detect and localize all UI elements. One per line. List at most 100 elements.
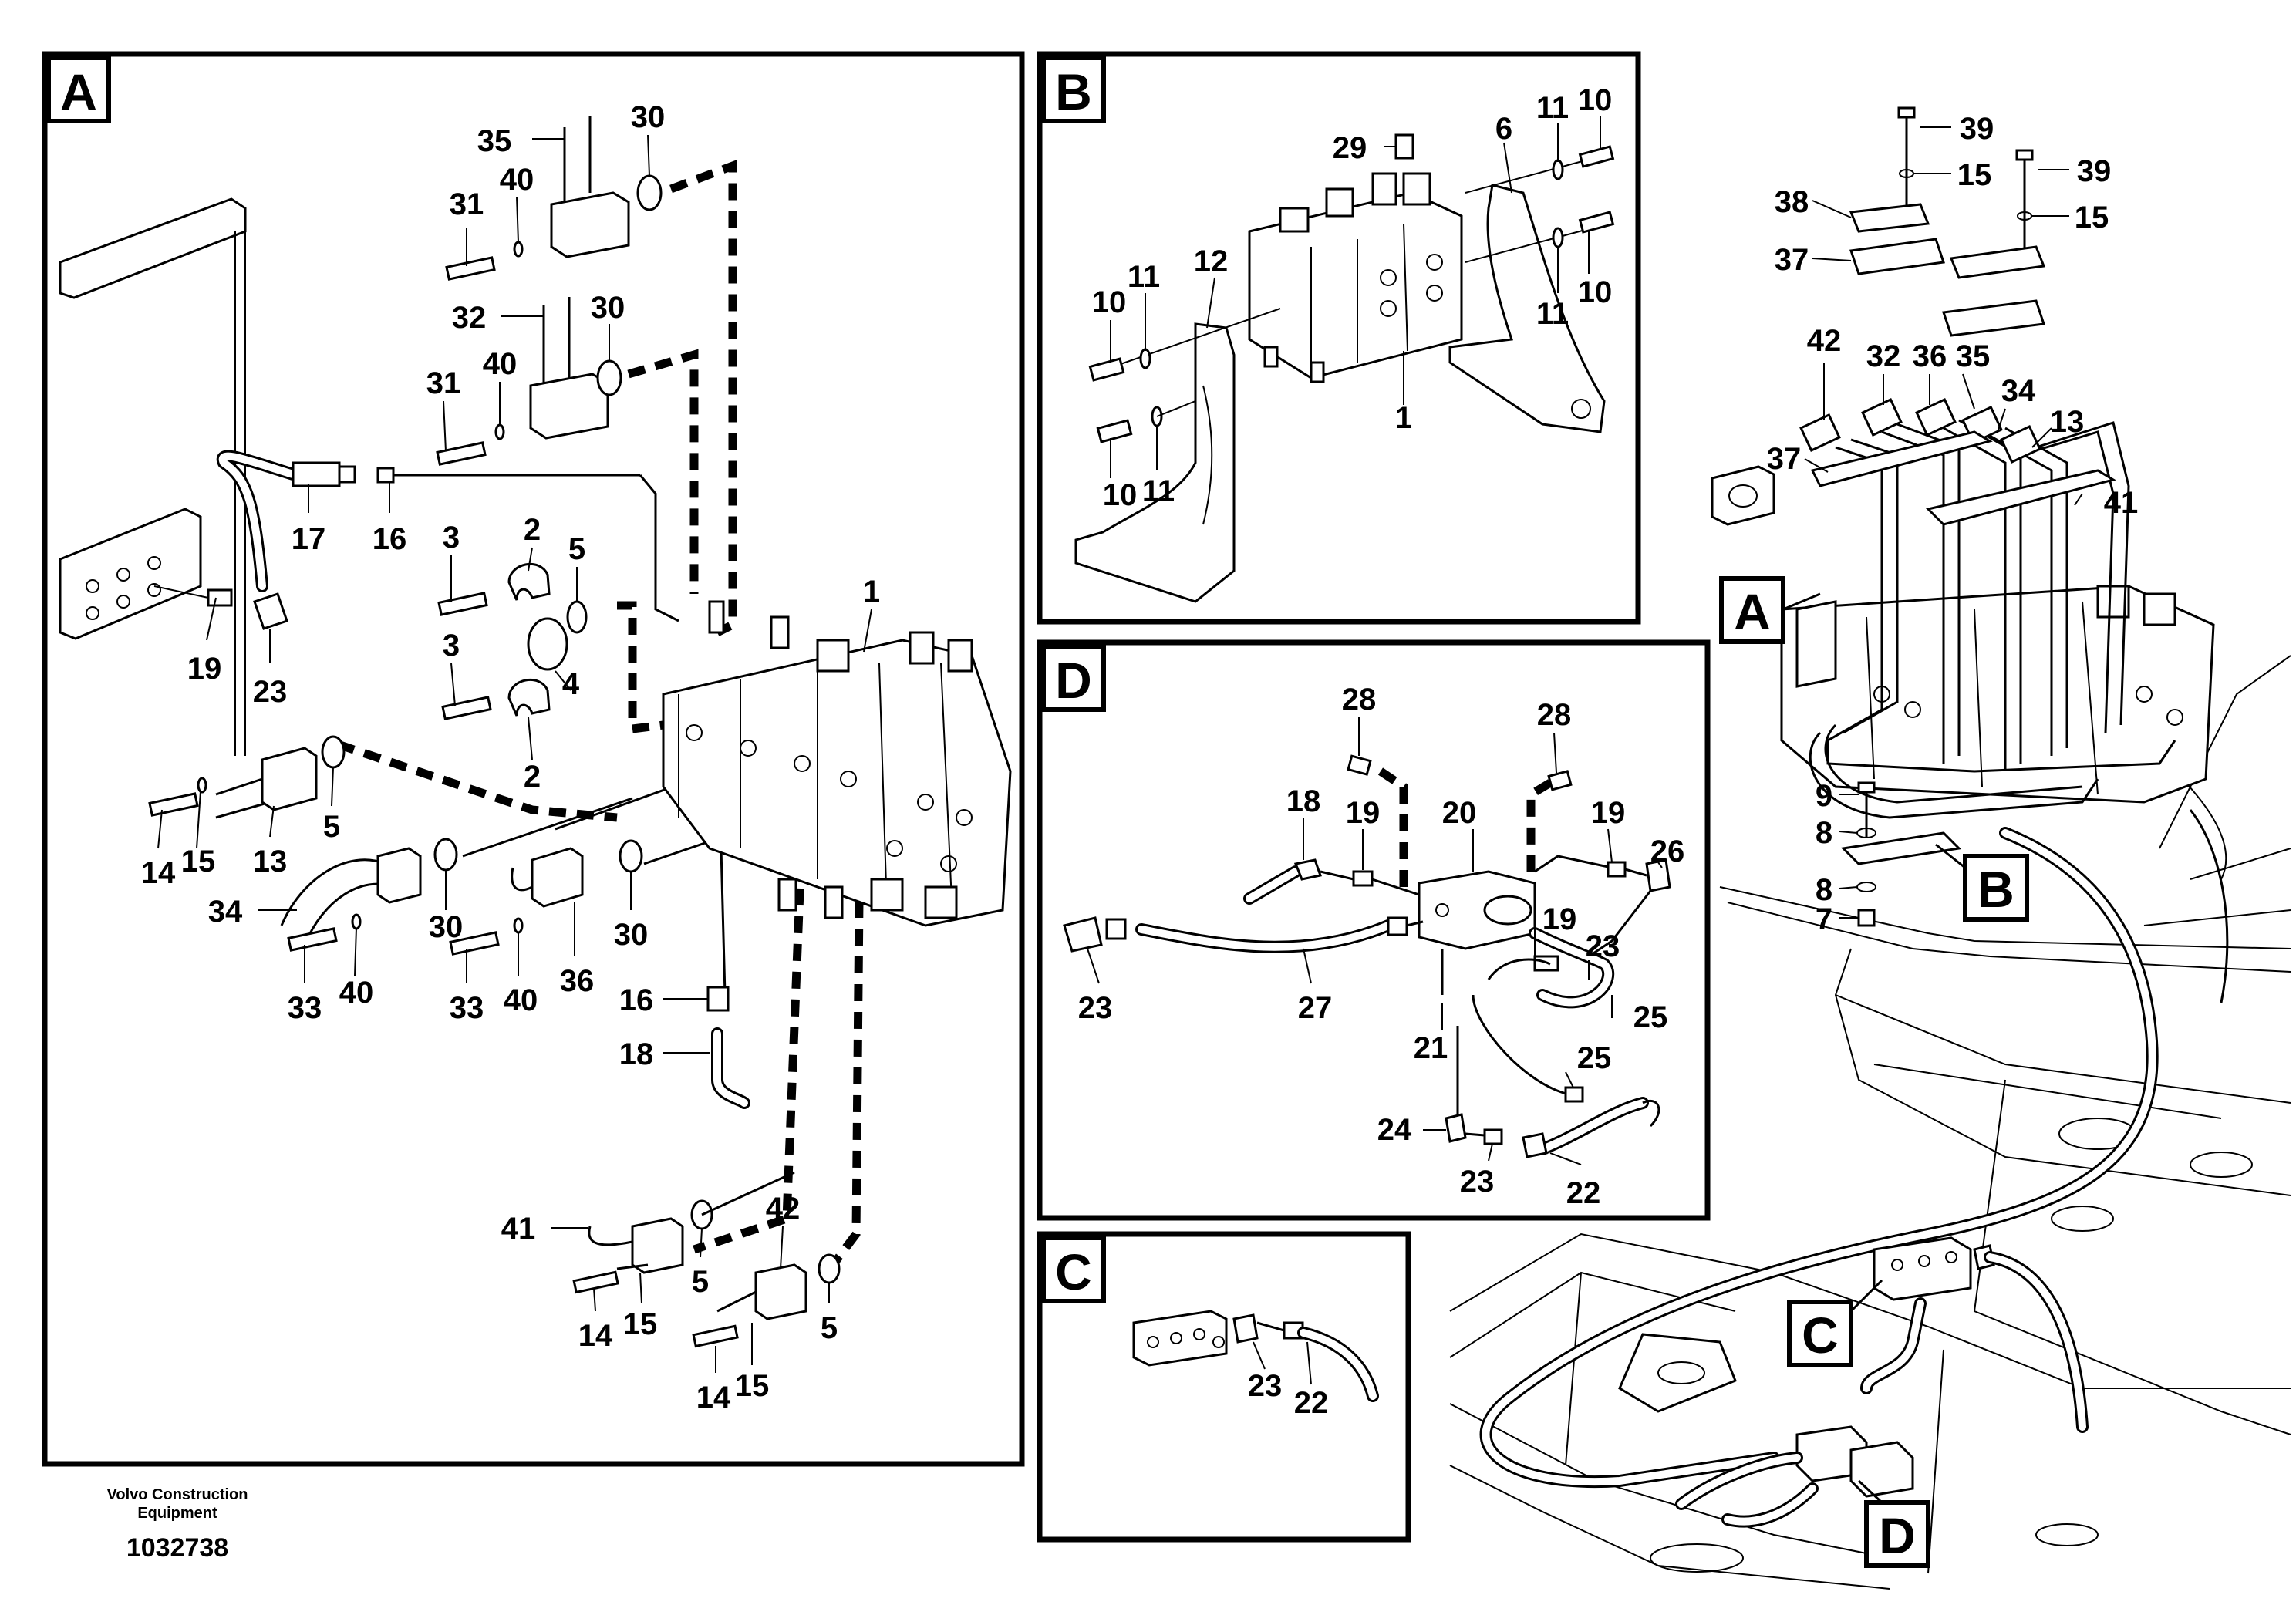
label-d-25: 25 xyxy=(1633,1000,1668,1034)
control-valve-block xyxy=(662,600,1012,927)
label-c-23: 23 xyxy=(1248,1369,1283,1403)
panel-c-frame xyxy=(1037,1231,1411,1543)
label-b-11: 11 xyxy=(1536,91,1569,125)
label-a-17: 17 xyxy=(292,522,326,556)
panel-b-letter-box: B xyxy=(1041,56,1106,123)
footer-company-line1: Volvo Construction xyxy=(107,1486,248,1503)
label-a-5-d: 5 xyxy=(821,1311,838,1345)
label-a-42: 42 xyxy=(766,1192,801,1226)
label-o-41: 41 xyxy=(2104,486,2139,520)
label-a-5-c: 5 xyxy=(692,1265,709,1299)
label-a-31: 31 xyxy=(450,187,484,221)
label-b-6: 6 xyxy=(1495,112,1512,146)
label-o-15: 15 xyxy=(1957,158,1992,192)
label-o-42: 42 xyxy=(1807,324,1842,358)
label-a-23: 23 xyxy=(253,675,288,709)
label-a-30: 30 xyxy=(631,100,666,134)
label-d-24: 24 xyxy=(1377,1113,1412,1147)
label-d-20: 20 xyxy=(1442,796,1477,830)
callout-b-letter: B xyxy=(1977,861,2014,918)
label-a-30-c: 30 xyxy=(429,910,464,944)
label-b-12: 12 xyxy=(1194,244,1229,278)
callout-c-letter: C xyxy=(1802,1307,1839,1364)
callout-a-letter: A xyxy=(1734,583,1771,640)
label-o-38: 38 xyxy=(1775,185,1809,219)
label-b-1: 1 xyxy=(1395,401,1412,435)
panel-b-leaders xyxy=(1110,116,1601,478)
overview-leaders xyxy=(1804,126,2083,919)
label-d-22: 22 xyxy=(1566,1176,1601,1210)
panel-d-artwork xyxy=(1063,754,1671,1158)
label-d-23: 23 xyxy=(1078,991,1113,1025)
label-a-16-b: 16 xyxy=(619,983,654,1017)
panel-a-frame xyxy=(42,51,1025,1467)
label-a-4: 4 xyxy=(562,667,580,701)
footer: Volvo Construction Equipment 1032738 xyxy=(107,1486,248,1563)
label-b-10-d: 10 xyxy=(1103,478,1138,512)
label-b-10: 10 xyxy=(1578,83,1613,117)
panel-d-letter: D xyxy=(1055,652,1092,709)
label-b-29: 29 xyxy=(1333,131,1367,165)
label-a-14-b: 14 xyxy=(578,1319,613,1353)
callout-d-letter: D xyxy=(1879,1507,1916,1564)
label-c-22: 22 xyxy=(1294,1386,1329,1420)
label-o-35: 35 xyxy=(1956,339,1991,373)
label-a-5-b: 5 xyxy=(323,810,340,844)
label-o-8: 8 xyxy=(1816,816,1832,850)
label-a-19: 19 xyxy=(187,652,222,686)
label-o-39-b: 39 xyxy=(2077,154,2112,188)
overview-callout-c: C xyxy=(1787,1279,1883,1367)
label-d-23-c: 23 xyxy=(1460,1165,1495,1199)
label-o-34: 34 xyxy=(2001,374,2036,408)
label-a-2: 2 xyxy=(524,513,541,547)
overview-callout-b: B xyxy=(1935,843,2029,922)
overview-artwork xyxy=(1449,106,2291,1590)
label-a-33-b: 33 xyxy=(450,991,484,1025)
panel-d-leaders xyxy=(1087,717,1663,1165)
label-a-40-c: 40 xyxy=(339,976,374,1010)
panel-c-letter-box: C xyxy=(1041,1236,1106,1303)
label-o-8-b: 8 xyxy=(1816,873,1832,907)
label-a-31-b: 31 xyxy=(426,366,461,400)
label-a-36: 36 xyxy=(560,964,595,998)
overview-callout-d: D xyxy=(1857,1479,1930,1568)
label-a-1: 1 xyxy=(863,575,880,609)
label-a-2-b: 2 xyxy=(524,760,541,794)
panel-d-labels: 28 28 18 19 20 19 26 23 27 21 19 23 25 2… xyxy=(1078,683,1685,1210)
panel-a-artwork xyxy=(59,116,1012,1348)
label-a-34: 34 xyxy=(208,895,243,929)
label-a-30-d: 30 xyxy=(614,918,649,952)
panel-b-letter: B xyxy=(1055,63,1092,120)
panel-b-artwork xyxy=(1074,133,1615,603)
label-b-11-d: 11 xyxy=(1142,474,1175,508)
label-a-16: 16 xyxy=(373,522,407,556)
label-d-28-b: 28 xyxy=(1537,698,1572,732)
overview-callout-a: A xyxy=(1719,576,1821,644)
label-o-9: 9 xyxy=(1816,779,1832,813)
label-a-15: 15 xyxy=(181,845,216,878)
label-a-18: 18 xyxy=(619,1037,654,1071)
label-a-40-b: 40 xyxy=(483,347,518,381)
label-b-11-b: 11 xyxy=(1128,260,1160,294)
label-a-40: 40 xyxy=(500,163,534,197)
label-d-28: 28 xyxy=(1342,683,1377,717)
label-a-32: 32 xyxy=(452,301,487,335)
label-a-3: 3 xyxy=(443,521,460,555)
panel-a-letter-box: A xyxy=(46,56,111,123)
label-d-18: 18 xyxy=(1286,784,1321,818)
label-b-11-c: 11 xyxy=(1536,297,1569,331)
label-a-13: 13 xyxy=(253,845,288,878)
label-a-15-c: 15 xyxy=(735,1369,770,1403)
panel-b-frame xyxy=(1037,51,1641,625)
label-d-19-c: 19 xyxy=(1542,902,1577,936)
overview-labels: 39 15 39 15 38 37 42 32 36 35 34 13 37 4… xyxy=(1767,112,2139,936)
panel-c-leaders xyxy=(1253,1341,1312,1385)
label-a-3-b: 3 xyxy=(443,629,460,663)
panel-c-labels: 23 22 xyxy=(1248,1369,1329,1420)
panel-d-letter-box: D xyxy=(1041,644,1106,712)
label-a-5: 5 xyxy=(568,532,585,566)
label-o-37-b: 37 xyxy=(1767,442,1802,476)
document-number: 1032738 xyxy=(126,1533,228,1563)
panel-a-labels: 35 30 31 40 32 30 31 40 17 16 2 3 5 4 3 … xyxy=(141,100,880,1415)
